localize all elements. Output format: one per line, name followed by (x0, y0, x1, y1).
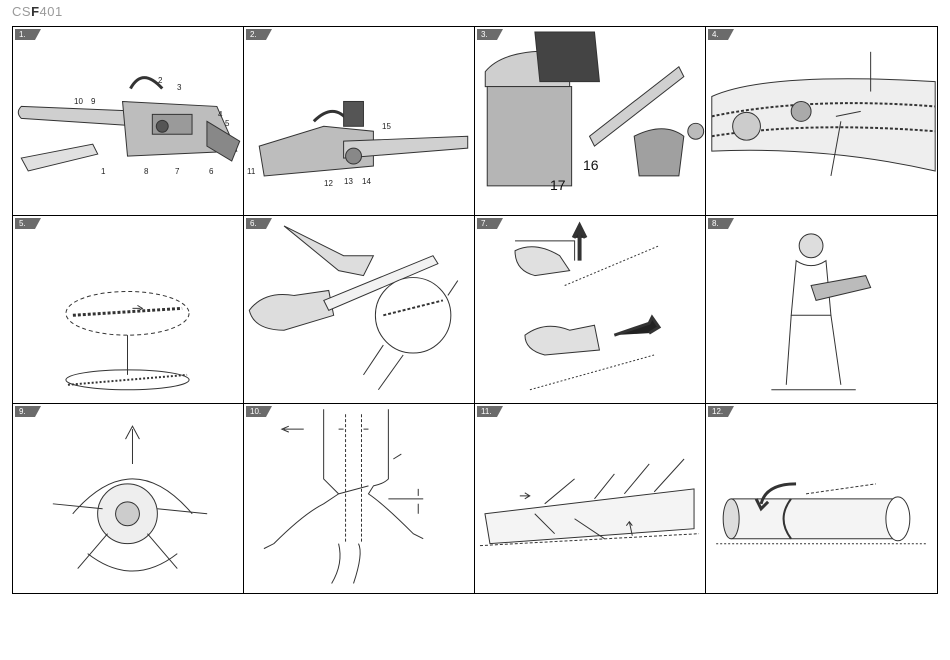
callout-14: 14 (362, 177, 371, 186)
callout-6: 6 (209, 167, 213, 176)
chain-sprocket-detail-illustration (706, 27, 937, 215)
model-suffix: 401 (40, 4, 63, 19)
callout-9: 9 (91, 97, 95, 106)
callout-17: 17 (550, 177, 566, 193)
callout-7: 7 (175, 167, 179, 176)
chain-tension-check-illustration (475, 216, 705, 404)
callout-15: 15 (382, 122, 391, 131)
model-prefix: CS (12, 4, 31, 19)
panel-9: 9. (13, 404, 244, 593)
limbing-illustration (475, 404, 705, 593)
panel-10: 10. (244, 404, 475, 593)
callout-3: 3 (177, 83, 181, 92)
callout-4: 4 (218, 110, 222, 119)
callout-8: 8 (144, 167, 148, 176)
callout-16: 16 (583, 157, 599, 173)
panel-5: 5. (13, 216, 244, 405)
panel-3: 3. 16 17 (475, 27, 706, 216)
panel-12: 12. (706, 404, 937, 593)
panel-4: 4. (706, 27, 937, 216)
callout-5: 5 (225, 119, 229, 128)
operator-stance-illustration (706, 216, 937, 404)
tree-felling-retreat-zones-illustration (13, 404, 243, 593)
chainsaw-overview-illustration (13, 27, 243, 215)
panel-6: 6. (244, 216, 475, 405)
callout-13: 13 (344, 177, 353, 186)
figure-grid: 1. 10 9 2 3 4 5 6 7 8 1 2. (12, 26, 938, 594)
callout-10: 10 (74, 97, 83, 106)
chainsaw-left-side-illustration (244, 27, 474, 215)
callout-2: 2 (158, 76, 162, 85)
document-title: CSF401 (12, 4, 63, 19)
panel-11: 11. (475, 404, 706, 593)
chain-direction-illustration (13, 216, 243, 404)
panel-7: 7. (475, 216, 706, 405)
panel-2: 2. 15 11 12 13 14 (244, 27, 475, 216)
chain-fitting-hands-illustration (244, 216, 474, 404)
model-mid: F (31, 4, 39, 19)
chain-cover-removal-illustration (475, 27, 705, 215)
panel-8: 8. (706, 216, 937, 405)
panel-1: 1. 10 9 2 3 4 5 6 7 8 1 (13, 27, 244, 216)
felling-notch-diagram (244, 404, 474, 593)
callout-1: 1 (101, 167, 105, 176)
callout-11: 11 (247, 167, 255, 176)
log-bucking-illustration (706, 404, 937, 593)
callout-12: 12 (324, 179, 333, 188)
